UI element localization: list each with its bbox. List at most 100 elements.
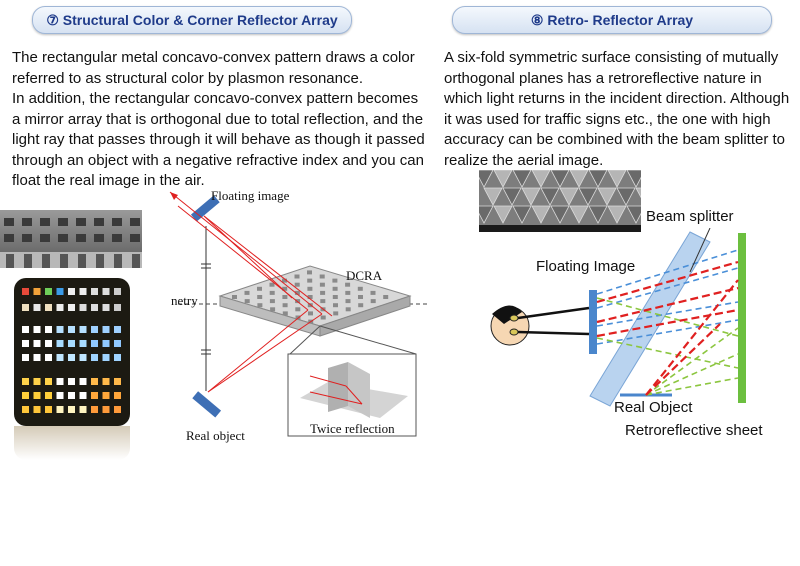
left-paragraph-2: In addition, the rectangular concavo-con… <box>12 90 425 189</box>
color-cell <box>79 326 87 333</box>
photo-reflection <box>14 426 130 460</box>
dcra-hole <box>307 286 313 291</box>
dcra-hole <box>282 311 288 316</box>
color-cell <box>91 354 98 361</box>
retroreflective-sheet-label: Retroreflective sheet <box>625 422 763 439</box>
dcra-hole <box>370 299 376 304</box>
retro-tile <box>597 187 617 206</box>
retro-tile <box>588 170 608 188</box>
beam-splitter-shape <box>589 231 711 407</box>
sem-micrograph-left <box>0 210 142 268</box>
color-cell <box>79 340 87 347</box>
color-cell <box>114 288 121 295</box>
color-cell <box>33 392 41 399</box>
color-cell <box>114 406 121 413</box>
dcra-hole <box>294 274 300 279</box>
color-cell <box>68 304 75 311</box>
retro-tile <box>569 205 589 224</box>
color-cell <box>22 326 29 333</box>
dcra-hole <box>282 303 288 308</box>
dcra-hole <box>269 299 275 304</box>
color-cell <box>56 340 64 347</box>
color-cell <box>91 304 98 311</box>
retro-tile <box>512 205 532 224</box>
color-cell <box>33 354 41 361</box>
right-description: A six-fold symmetric surface consisting … <box>444 48 790 171</box>
color-cell <box>102 378 110 385</box>
color-cell <box>45 288 52 295</box>
color-cell <box>79 304 87 311</box>
color-cell <box>79 288 87 295</box>
retro-tile <box>512 170 532 188</box>
color-cell <box>56 354 64 361</box>
dcra-hole <box>320 290 326 295</box>
color-cell <box>102 304 110 311</box>
color-cell <box>79 406 87 413</box>
retro-tile <box>479 205 494 224</box>
retro-tile <box>626 170 641 188</box>
dcra-hole <box>320 299 326 304</box>
dcra-hole <box>332 286 338 291</box>
color-cell <box>79 392 87 399</box>
dcra-hole <box>294 290 300 295</box>
retro-tile <box>493 205 513 224</box>
color-cell <box>91 288 98 295</box>
dcra-hole <box>333 311 339 316</box>
floating-image-bar <box>589 290 597 354</box>
color-cell <box>114 378 121 385</box>
color-cell <box>22 392 29 399</box>
color-cell <box>102 326 110 333</box>
twice-reflection-label: Twice reflection <box>310 421 395 436</box>
dcra-hole <box>282 286 288 291</box>
dcra-hole <box>295 315 301 320</box>
color-cell <box>68 326 75 333</box>
color-cell <box>22 304 29 311</box>
dcra-floating-image-label: Floating image <box>211 188 290 203</box>
color-cell <box>68 378 75 385</box>
dcra-hole <box>345 282 351 287</box>
beam-splitter-label: Beam splitter <box>646 208 734 225</box>
right-paragraph: A six-fold symmetric surface consisting … <box>444 49 790 169</box>
color-cell <box>102 340 110 347</box>
color-cell <box>33 406 41 413</box>
color-cell <box>79 378 87 385</box>
color-cell <box>56 392 64 399</box>
color-cell <box>22 340 29 347</box>
color-cell <box>56 326 64 333</box>
viewer-face-icon <box>490 305 590 346</box>
left-paragraph-1: The rectangular metal concavo-convex pat… <box>12 49 415 87</box>
color-cell <box>68 354 75 361</box>
color-cell <box>45 340 52 347</box>
retro-tile <box>607 205 627 224</box>
retro-tile <box>635 187 641 199</box>
color-cell <box>56 406 64 413</box>
color-cell <box>56 304 64 311</box>
color-cell <box>68 340 75 347</box>
retro-tile <box>540 187 560 206</box>
color-cell <box>114 354 121 361</box>
dcra-hole <box>282 295 288 299</box>
dcra-hole <box>269 282 275 287</box>
dcra-hole <box>269 290 275 295</box>
color-cell <box>68 288 75 295</box>
retro-tile <box>502 187 522 206</box>
color-cell <box>114 392 121 399</box>
dcra-hole <box>370 290 376 295</box>
color-cell <box>56 378 64 385</box>
retro-tile <box>521 187 541 206</box>
color-cell <box>45 406 52 413</box>
dcra-label: DCRA <box>346 268 383 283</box>
dcra-hole <box>319 282 325 287</box>
color-cell <box>114 340 121 347</box>
color-cell <box>91 326 98 333</box>
color-cell <box>102 354 110 361</box>
retro-tile <box>626 205 641 224</box>
color-cell <box>56 288 64 295</box>
color-cell <box>102 288 110 295</box>
retro-tile <box>531 205 551 224</box>
retro-tile <box>569 170 589 188</box>
color-cell <box>102 406 110 413</box>
color-cell <box>91 406 98 413</box>
dcra-hole <box>307 270 312 275</box>
retro-tile <box>607 170 627 188</box>
